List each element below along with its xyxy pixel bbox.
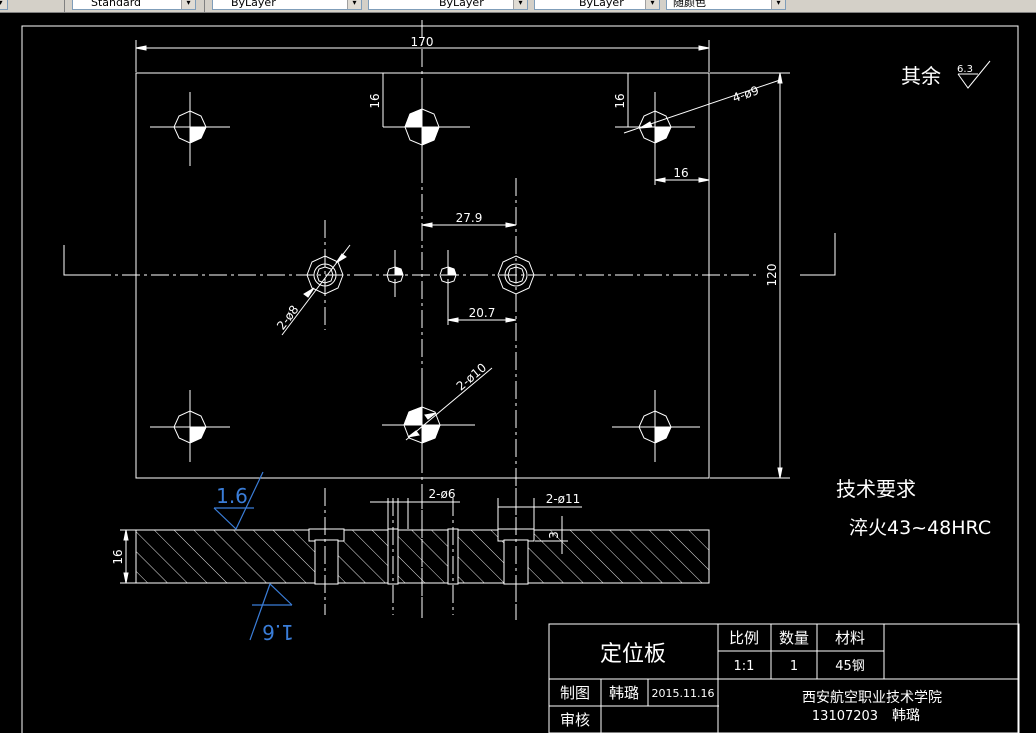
roughness-top-value: 1.6 xyxy=(216,484,248,508)
tech-req-line1: 淬火43~48HRC xyxy=(849,517,991,539)
dim-16-right: 16 xyxy=(613,93,627,108)
hole-bottom-center xyxy=(382,385,475,462)
chevron-down-icon: ▾ xyxy=(645,0,659,9)
dimension-right-offset xyxy=(654,145,710,185)
roughness-rest-note: 其余 6.3 xyxy=(901,60,991,89)
linetype-combo[interactable]: ByLayer ▾ xyxy=(368,0,528,10)
toolbar-combo-left-cut[interactable]: ▾ xyxy=(0,0,8,10)
dim-2-phi11: 2-ø11 xyxy=(546,492,581,506)
hole-bottom-right xyxy=(612,390,700,462)
dim-170: 170 xyxy=(411,35,434,49)
qty-value: 1 xyxy=(790,659,798,674)
lineweight-value: ByLayer xyxy=(579,0,624,9)
dim-20-7: 20.7 xyxy=(469,306,496,320)
drawn-label: 制图 xyxy=(560,684,590,702)
dimension-27-9 xyxy=(421,222,517,228)
dim-3: 3 xyxy=(547,531,561,539)
school-name: 西安航空职业技术学院 xyxy=(802,690,942,706)
linetype-value: ByLayer xyxy=(439,0,484,9)
plot-style-value: 随颜色 xyxy=(673,0,706,9)
section-view xyxy=(120,488,710,615)
plan-view xyxy=(63,20,836,620)
chevron-down-icon: ▾ xyxy=(0,0,7,9)
chevron-down-icon: ▾ xyxy=(347,0,361,9)
material-header: 材料 xyxy=(835,629,865,647)
dimension-counterbore-depth xyxy=(535,516,568,554)
pin-hole-left xyxy=(386,266,404,284)
dimension-thickness xyxy=(120,529,136,584)
drawn-name: 韩璐 xyxy=(609,684,639,702)
tech-req-title: 技术要求 xyxy=(836,477,916,501)
chevron-down-icon: ▾ xyxy=(181,0,195,9)
leader-2-phi8 xyxy=(281,244,351,336)
drawing-canvas[interactable]: 170 16 16 16 120 4-ø9 27.9 20.7 2-ø8 2-ø… xyxy=(0,12,1036,733)
counterbore-hole-right xyxy=(497,255,535,295)
roughness-rest-label: 其余 xyxy=(901,64,941,88)
qty-header: 数量 xyxy=(779,629,809,647)
chevron-down-icon: ▾ xyxy=(513,0,527,9)
properties-toolbar: ▾ Standard ▾ ByLayer ▾ ByLayer ▾ ByLayer ▾ 随… xyxy=(0,0,1036,13)
student-id: 13107203 xyxy=(812,709,878,724)
check-label: 审核 xyxy=(560,711,590,729)
dimension-2-phi6 xyxy=(370,498,460,529)
scale-header: 比例 xyxy=(729,629,759,647)
student-name: 韩璐 xyxy=(892,708,920,724)
dimension-20-7 xyxy=(447,283,517,325)
leader-4-phi9 xyxy=(623,79,781,134)
material-value: 45钢 xyxy=(835,659,865,674)
dimension-2-phi11 xyxy=(497,498,582,529)
roughness-symbol-top: 1.6 xyxy=(213,471,264,531)
text-style-combo[interactable]: Standard ▾ xyxy=(72,0,196,10)
counterbore-hole-left xyxy=(306,255,344,295)
layer-value: ByLayer xyxy=(231,0,276,9)
text-style-value: Standard xyxy=(91,0,142,9)
layer-combo[interactable]: ByLayer ▾ xyxy=(212,0,362,10)
dimension-height xyxy=(710,72,790,479)
dim-2-phi10: 2-ø10 xyxy=(454,360,489,393)
plot-style-combo[interactable]: 随颜色 ▾ xyxy=(666,0,786,10)
dimension-top-offset-right xyxy=(627,73,640,128)
chevron-down-icon: ▾ xyxy=(771,0,785,9)
dim-2-phi8: 2-ø8 xyxy=(274,303,301,333)
dim-16-thickness: 16 xyxy=(111,549,125,564)
hole-bottom-left xyxy=(150,390,230,462)
leader-2-phi10 xyxy=(405,367,493,441)
dim-2-phi6: 2-ø6 xyxy=(429,487,456,501)
hole-top-left xyxy=(150,92,230,166)
toolbar-separator xyxy=(204,0,205,12)
roughness-rest-value: 6.3 xyxy=(957,64,973,75)
dimension-width xyxy=(135,40,710,72)
hole-top-center xyxy=(385,92,470,166)
part-name: 定位板 xyxy=(600,642,666,667)
toolbar-separator xyxy=(64,0,65,12)
scale-value: 1:1 xyxy=(734,659,755,674)
lineweight-combo[interactable]: ByLayer ▾ xyxy=(534,0,660,10)
dim-16-horizontal: 16 xyxy=(673,166,688,180)
roughness-symbol-bottom: 1.6 xyxy=(249,582,294,644)
title-block xyxy=(548,623,1020,733)
technical-requirements: 技术要求 淬火43~48HRC xyxy=(836,477,991,539)
dim-120: 120 xyxy=(765,264,779,287)
dimension-top-offset-left xyxy=(382,73,405,128)
drawing-border xyxy=(21,25,1019,733)
dim-16-left: 16 xyxy=(368,93,382,108)
dim-27-9: 27.9 xyxy=(456,211,483,225)
drawn-date: 2015.11.16 xyxy=(652,687,715,700)
dim-4-phi9: 4-ø9 xyxy=(731,83,761,105)
dimension-texts: 170 16 16 16 120 4-ø9 27.9 20.7 2-ø8 2-ø… xyxy=(274,35,779,393)
roughness-bottom-value: 1.6 xyxy=(262,620,294,644)
